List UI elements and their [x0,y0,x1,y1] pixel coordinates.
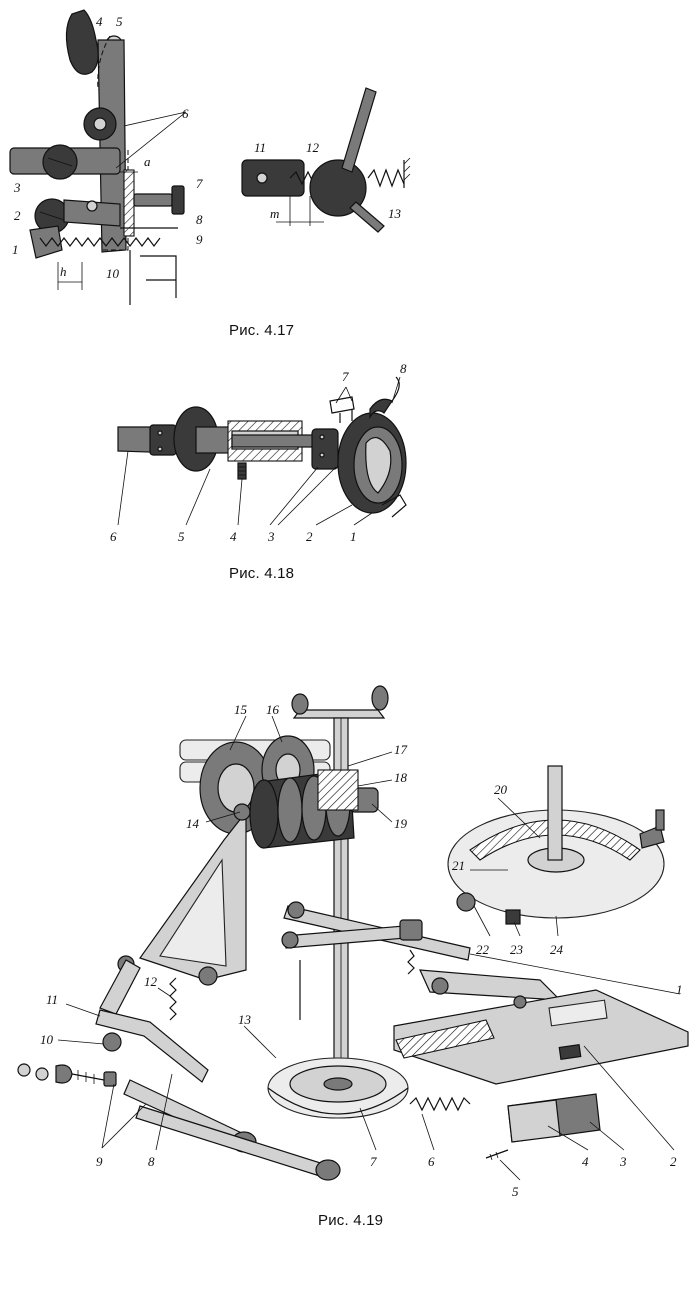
label-11: 11 [254,140,266,155]
label-7: 7 [196,176,203,191]
label-20: 20 [494,782,508,797]
label-3: 3 [13,180,21,195]
thread-tension-mechanism [9,9,187,305]
label-2: 2 [670,1154,677,1169]
figure-4-17: 4 5 6 a 3 7 2 8 9 1 h 10 11 12 [0,0,700,345]
label-10: 10 [106,266,120,281]
label-1: 1 [12,242,19,257]
label-3: 3 [267,529,275,544]
label-8: 8 [400,361,407,376]
label-8: 8 [148,1154,155,1169]
label-a: a [144,154,151,169]
label-19: 19 [394,816,408,831]
figure-4-19: 15 16 17 18 20 19 14 21 22 23 24 1 12 11… [0,670,700,1270]
label-7: 7 [342,369,349,384]
label-9: 9 [96,1154,103,1169]
label-15: 15 [234,702,248,717]
figure-4-19-drawing: 15 16 17 18 20 19 14 21 22 23 24 1 12 11… [17,685,689,1199]
shuttle-assembly [117,376,407,526]
label-6: 6 [110,529,117,544]
bobbin-and-feed-assembly [17,685,689,1181]
label-2: 2 [306,529,313,544]
label-1: 1 [350,529,357,544]
label-13: 13 [238,1012,252,1027]
label-16: 16 [266,702,280,717]
label-12: 12 [144,974,158,989]
label-7: 7 [370,1154,377,1169]
caption-fig-4-18: Рис. 4.18 [229,565,295,582]
label-10: 10 [40,1032,54,1047]
label-21: 21 [452,858,465,873]
regulator-mechanism [241,87,411,233]
label-3: 3 [619,1154,627,1169]
label-18: 18 [394,770,408,785]
label-22: 22 [476,942,490,957]
label-m: m [270,206,279,221]
label-4: 4 [582,1154,589,1169]
caption-fig-4-19: Рис. 4.19 [318,1212,384,1229]
figure-4-18-drawing: 7 8 6 5 4 3 2 1 [110,361,407,544]
label-6: 6 [182,106,189,121]
label-12: 12 [306,140,320,155]
label-h: h [60,264,67,279]
label-9: 9 [196,232,203,247]
label-6: 6 [428,1154,435,1169]
figure-4-18: 7 8 6 5 4 3 2 1 Рис. 4.18 [0,355,700,600]
label-5: 5 [512,1184,519,1199]
label-13: 13 [388,206,402,221]
label-5: 5 [178,529,185,544]
label-5: 5 [116,14,123,29]
label-17: 17 [394,742,408,757]
figure-4-17-drawing: 4 5 6 a 3 7 2 8 9 1 h 10 11 12 [9,9,411,305]
label-14: 14 [186,816,200,831]
label-8: 8 [196,212,203,227]
label-4: 4 [230,529,237,544]
label-1: 1 [676,982,683,997]
label-11: 11 [46,992,58,1007]
caption-fig-4-17: Рис. 4.17 [229,322,295,339]
label-24: 24 [550,942,564,957]
label-23: 23 [510,942,524,957]
label-2: 2 [14,208,21,223]
label-4: 4 [96,14,103,29]
